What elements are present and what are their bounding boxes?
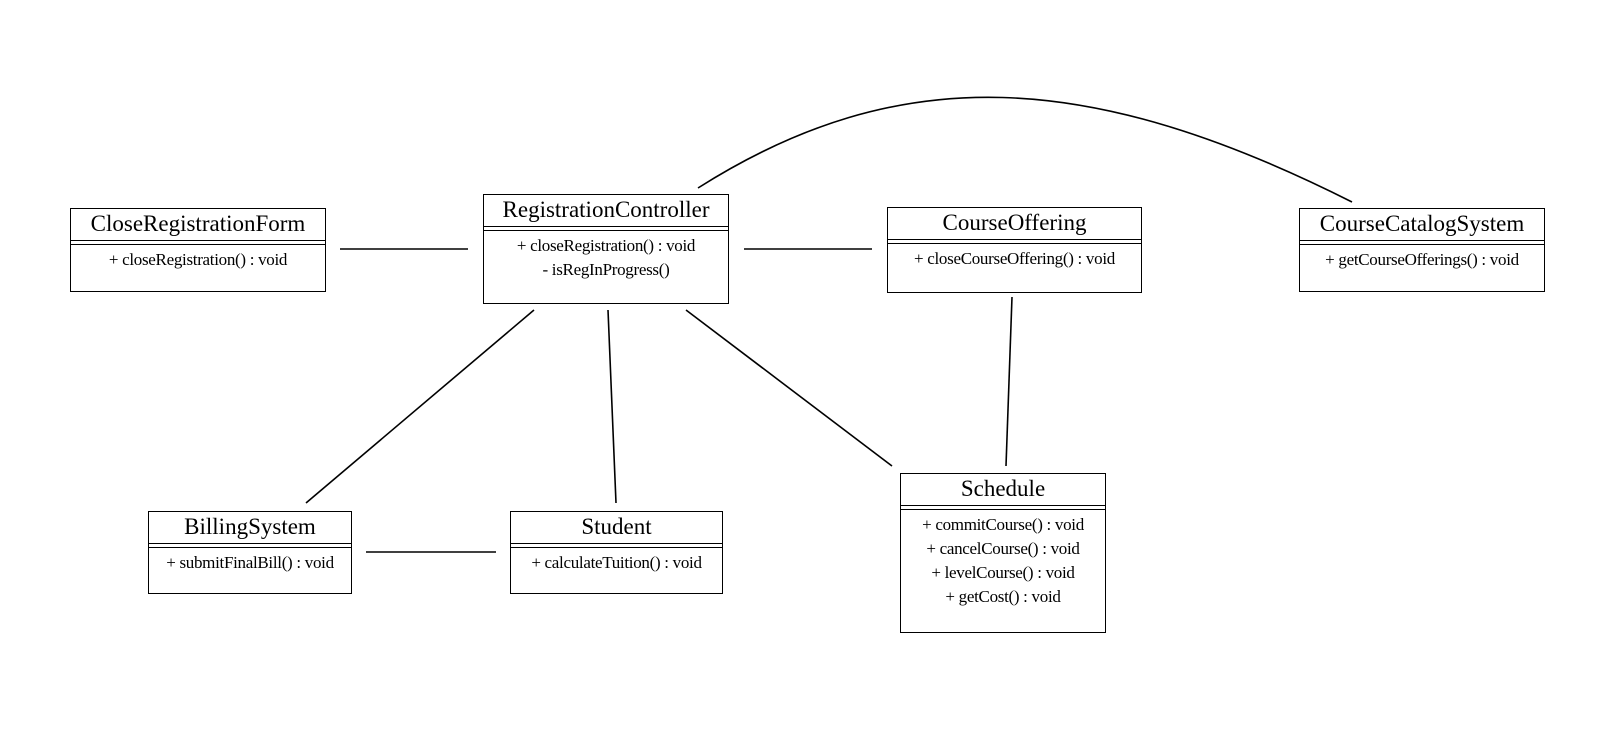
attributes-compartment — [71, 241, 325, 245]
class-closeregistrationform[interactable]: CloseRegistrationForm + closeRegistratio… — [70, 208, 326, 292]
operations-compartment: + submitFinalBill() : void — [149, 548, 351, 575]
operation: + closeRegistration() : void — [516, 236, 696, 255]
operation: + calculateTuition() : void — [531, 553, 702, 572]
operations-compartment: + closeRegistration() : void - isRegInPr… — [484, 231, 728, 282]
attributes-compartment — [511, 544, 722, 548]
operation: - isRegInProgress() — [542, 260, 670, 279]
class-name: RegistrationController — [484, 195, 728, 227]
class-name: CourseOffering — [888, 208, 1141, 240]
operations-compartment: + closeRegistration() : void — [71, 245, 325, 272]
association-registrationcontroller-coursecatalogsystem — [697, 96, 1353, 203]
operations-compartment: + commitCourse() : void + cancelCourse()… — [901, 510, 1105, 609]
operation: + submitFinalBill() : void — [166, 553, 334, 572]
class-name: CloseRegistrationForm — [71, 209, 325, 241]
class-student[interactable]: Student + calculateTuition() : void — [510, 511, 723, 594]
attributes-compartment — [484, 227, 728, 231]
operation: + commitCourse() : void — [922, 515, 1084, 534]
operations-compartment: + getCourseOfferings() : void — [1300, 245, 1544, 272]
class-name: Student — [511, 512, 722, 544]
operation: + closeRegistration() : void — [108, 250, 288, 269]
class-name: Schedule — [901, 474, 1105, 506]
class-registrationcontroller[interactable]: RegistrationController + closeRegistrati… — [483, 194, 729, 304]
association-registrationcontroller-billingsystem — [305, 309, 535, 504]
class-name: BillingSystem — [149, 512, 351, 544]
operation: + getCost() : void — [945, 587, 1061, 606]
operation: + cancelCourse() : void — [926, 539, 1080, 558]
class-schedule[interactable]: Schedule + commitCourse() : void + cance… — [900, 473, 1106, 633]
class-coursecatalogsystem[interactable]: CourseCatalogSystem + getCourseOfferings… — [1299, 208, 1545, 292]
operation: + levelCourse() : void — [931, 563, 1075, 582]
attributes-compartment — [1300, 241, 1544, 245]
operations-compartment: + calculateTuition() : void — [511, 548, 722, 575]
attributes-compartment — [901, 506, 1105, 510]
class-billingsystem[interactable]: BillingSystem + submitFinalBill() : void — [148, 511, 352, 594]
association-courseoffering-schedule — [1005, 296, 1013, 467]
association-registrationcontroller-student — [607, 309, 617, 504]
association-registrationcontroller-schedule — [685, 309, 893, 467]
operation: + closeCourseOffering() : void — [914, 249, 1115, 268]
attributes-compartment — [888, 240, 1141, 244]
operation: + getCourseOfferings() : void — [1325, 250, 1519, 269]
class-name: CourseCatalogSystem — [1300, 209, 1544, 241]
attributes-compartment — [149, 544, 351, 548]
class-courseoffering[interactable]: CourseOffering + closeCourseOffering() :… — [887, 207, 1142, 293]
operations-compartment: + closeCourseOffering() : void — [888, 244, 1141, 271]
